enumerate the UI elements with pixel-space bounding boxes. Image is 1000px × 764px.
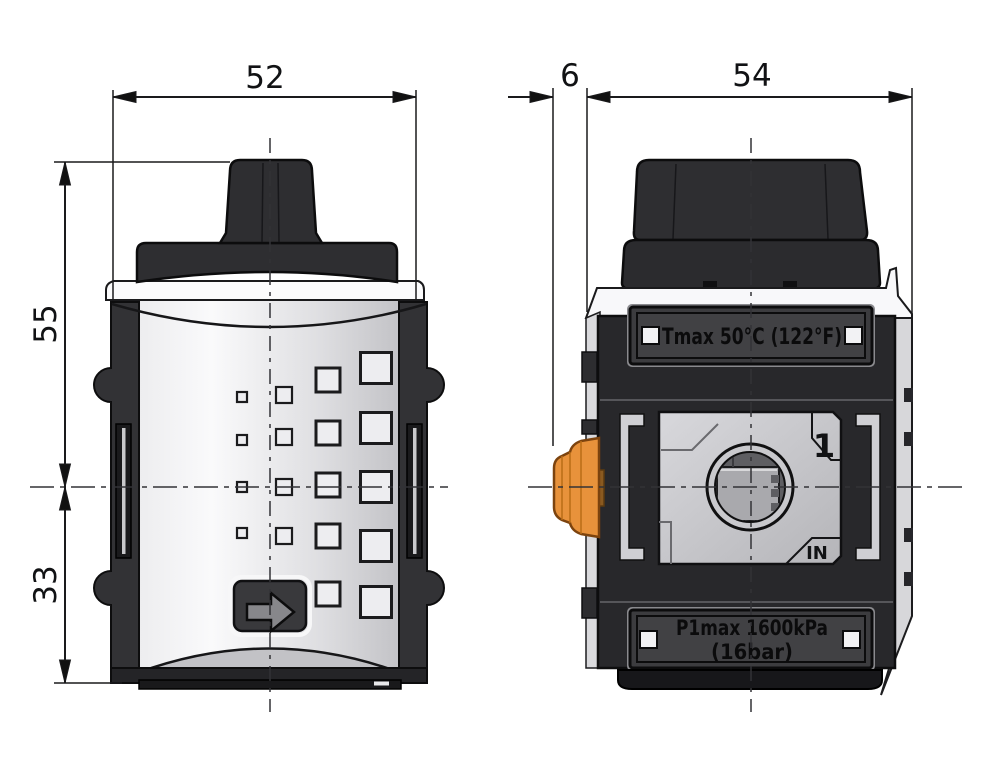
dim-upper-height-label: 55: [28, 304, 64, 343]
port-in-tag: [785, 537, 841, 565]
vent-hole: [274, 385, 294, 405]
port-plate-bevel: [661, 423, 719, 451]
side-bracket-right: [855, 413, 881, 561]
port-plate-step: [659, 521, 672, 564]
p1max-screw-left: [639, 630, 658, 649]
port-number-label: 1: [813, 427, 835, 465]
port-seat-tooth-3: [771, 503, 779, 511]
side-tab-right-1: [904, 388, 913, 402]
tmax-screw-right: [844, 326, 863, 345]
dim-depths: 6 54: [508, 58, 913, 446]
front-slot-right-highlight: [413, 428, 417, 554]
vent-hole: [314, 366, 342, 394]
p1max-label-line2: (16bar): [711, 640, 793, 664]
side-skirt-notch-1: [703, 281, 717, 288]
tmax-screw-left: [641, 326, 660, 345]
front-knob-collar: [135, 241, 399, 284]
dim-arrow: [888, 90, 913, 104]
dim-knob-depth-label: 6: [560, 58, 580, 94]
port-number-tag: [811, 412, 841, 461]
front-knob: [217, 158, 325, 245]
port-seat-tooth-2: [771, 489, 779, 497]
vent-hole: [314, 419, 342, 447]
p1max-label-line1: P1max 1600kPa: [676, 616, 828, 640]
dim-lower-height: 33: [28, 486, 122, 684]
dim-body-depth-label: 54: [732, 58, 771, 94]
front-view: [30, 138, 448, 712]
front-knob-seam-right: [277, 162, 280, 243]
p1max-screw-right: [842, 630, 861, 649]
dim-arrow: [529, 90, 554, 104]
port-internals: [716, 453, 780, 521]
dim-arrow: [586, 90, 611, 104]
vent-hole: [359, 529, 393, 563]
side-bracket-left: [619, 413, 645, 561]
side-tab-right-4: [904, 572, 913, 586]
side-skirt-notch-2: [783, 281, 797, 288]
side-tab-left-3: [581, 587, 598, 619]
dim-arrow: [58, 486, 72, 511]
dim-upper-height: 55: [28, 161, 230, 488]
side-tab-right-3: [904, 528, 913, 542]
port-seat-tooth-1: [771, 475, 779, 483]
vent-hole: [235, 433, 249, 447]
port-seat: [716, 466, 780, 521]
front-base-plate: [138, 679, 402, 690]
vent-hole: [314, 522, 342, 550]
port-in-label: IN: [806, 543, 828, 564]
front-bottom-arc: [136, 647, 402, 675]
dim-front-width-label: 52: [245, 60, 284, 96]
vent-hole: [274, 427, 294, 447]
side-tab-left-1: [581, 351, 598, 383]
side-view: 1 IN Tmax 50°C (122°F) P1max 1600kPa (16…: [528, 138, 968, 712]
side-tab-left-2: [581, 419, 598, 435]
side-knob-seam-left: [672, 163, 677, 240]
side-tab-right-2: [904, 432, 913, 446]
dimension-annotations: 52 55 33 6 54: [28, 58, 913, 684]
vent-hole: [235, 390, 249, 404]
dim-front-width: 52: [112, 60, 417, 300]
vent-hole: [274, 526, 294, 546]
dim-arrow: [58, 659, 72, 684]
front-slot-left-highlight: [122, 428, 126, 554]
vent-hole: [359, 585, 393, 619]
side-knob-seam-right: [824, 163, 829, 240]
vent-hole: [235, 526, 249, 540]
front-base-plate-notch: [374, 681, 389, 686]
front-knob-seam-left: [261, 162, 264, 243]
side-base-bar: [617, 669, 883, 690]
dim-arrow: [58, 161, 72, 186]
vent-hole: [314, 580, 342, 608]
vent-hole: [359, 351, 393, 385]
tmax-label: Tmax 50°C (122°F): [662, 325, 842, 350]
dim-arrow: [58, 463, 72, 488]
dim-arrow: [392, 90, 417, 104]
dim-arrow: [112, 90, 137, 104]
front-collar-band: [105, 280, 425, 301]
vent-hole: [314, 471, 342, 499]
dim-lower-height-label: 33: [28, 565, 64, 604]
vent-hole: [359, 411, 393, 445]
